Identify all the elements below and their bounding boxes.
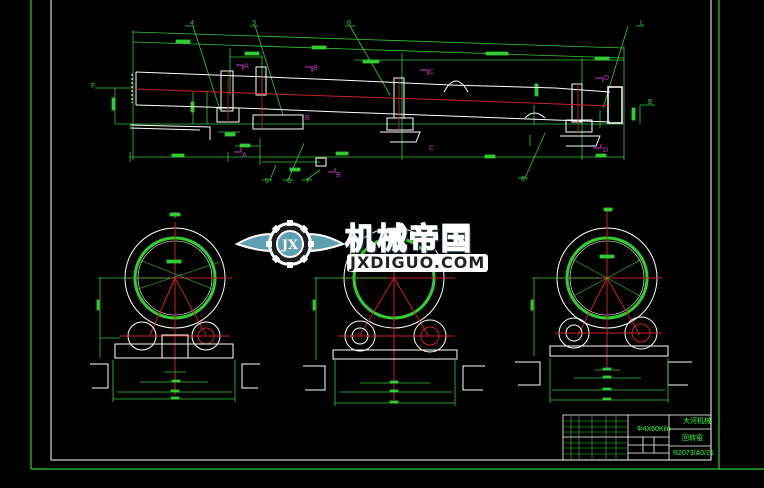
svg-text:4: 4: [190, 20, 194, 27]
svg-text:5: 5: [265, 178, 269, 185]
cross-section-a: [90, 212, 260, 402]
watermark-title: 机械帝国: [344, 221, 473, 258]
svg-text:B: B: [305, 115, 310, 122]
drawing-frame: [30, 0, 764, 470]
svg-text:JX: JX: [281, 238, 299, 253]
svg-text:A: A: [242, 152, 247, 159]
svg-text:E: E: [648, 99, 653, 106]
svg-text:D: D: [603, 147, 608, 154]
cross-section-c: [515, 207, 692, 403]
title-block-drawing-name: Φ4X60Kiln: [637, 426, 671, 433]
svg-text:6: 6: [287, 178, 291, 185]
svg-text:D: D: [604, 75, 609, 82]
svg-text:8: 8: [521, 176, 525, 183]
svg-text:8: 8: [347, 20, 351, 27]
svg-text:C: C: [429, 69, 434, 76]
title-block: [562, 414, 712, 461]
watermark-url: JXDIGUO.COM: [347, 254, 489, 272]
svg-text:L: L: [640, 20, 644, 27]
svg-text:F: F: [91, 83, 95, 90]
title-block-drawing-number: R2073/A0/21: [673, 450, 714, 457]
title-block-title: 回转窑: [682, 435, 703, 442]
watermark-logo: JX 机械帝国 JXDIGUO.COM: [235, 212, 535, 282]
elevation-labels: 4 3 8 L 5 6 7 8 F E A B C D A B C D B: [91, 20, 653, 185]
svg-text:B: B: [313, 65, 318, 72]
svg-text:B: B: [336, 172, 341, 179]
svg-text:3: 3: [252, 20, 256, 27]
title-block-company: 大河机械: [683, 418, 711, 425]
svg-text:A: A: [244, 63, 249, 70]
cross-section-b: [303, 225, 485, 406]
winged-gear-icon: JX: [235, 220, 345, 268]
svg-text:7: 7: [306, 178, 310, 185]
svg-text:C: C: [429, 145, 434, 152]
kiln-elevation-view: [95, 25, 655, 181]
